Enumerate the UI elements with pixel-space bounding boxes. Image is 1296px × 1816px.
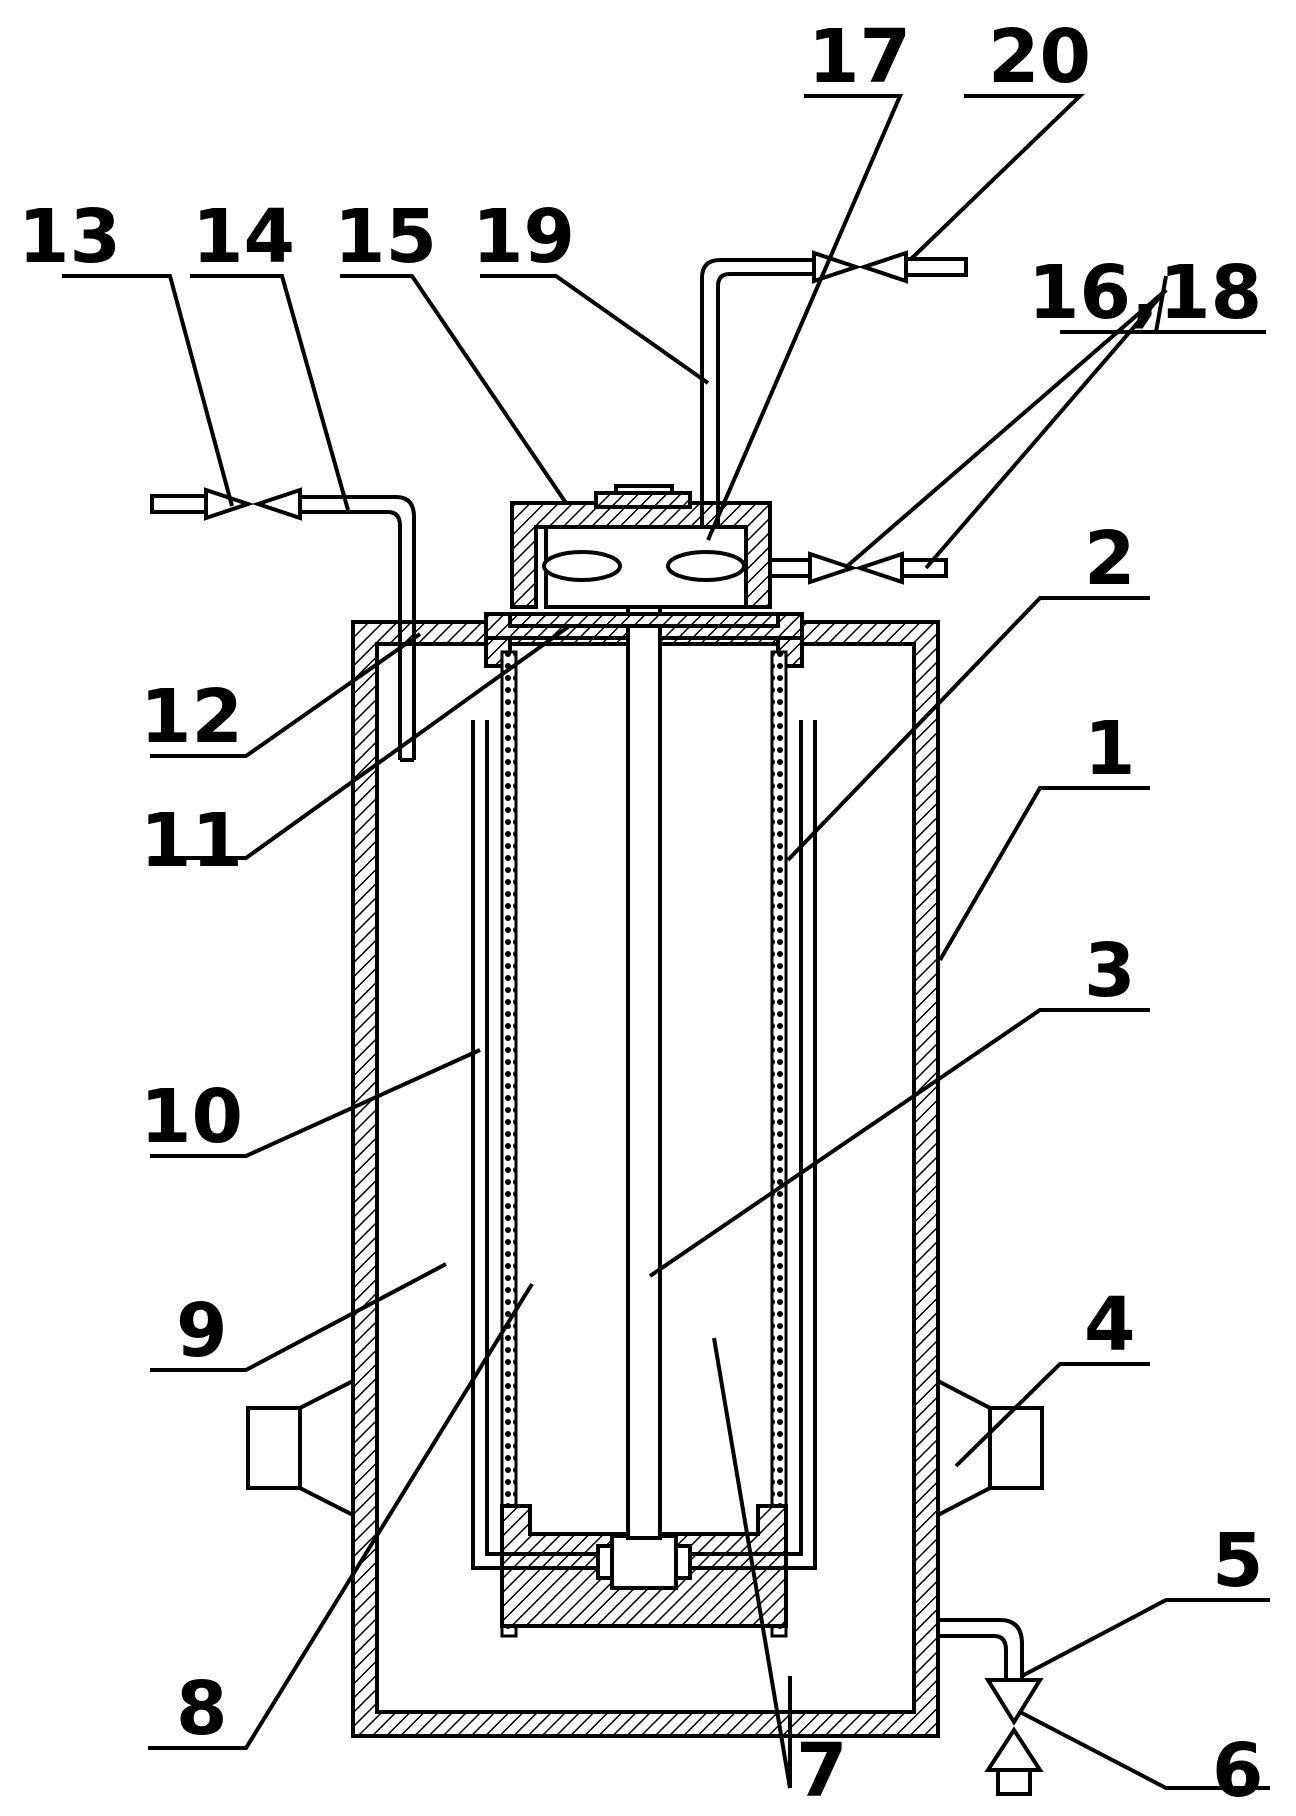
label-17: 17 (808, 14, 911, 100)
label-5: 5 (1212, 1518, 1264, 1604)
label-1: 1 (1084, 706, 1136, 792)
label-9: 9 (176, 1288, 228, 1374)
vent-pipe (700, 250, 968, 527)
inner-screen (500, 650, 788, 1638)
label-8: 8 (176, 1666, 228, 1752)
label-20: 20 (988, 14, 1091, 100)
label-15: 15 (334, 194, 437, 280)
label-7: 7 (796, 1728, 848, 1814)
label-14: 14 (192, 194, 295, 280)
side-outlet (768, 551, 948, 585)
label-16-18: 16,18 (1028, 250, 1262, 336)
top-housing (510, 491, 772, 609)
label-19: 19 (472, 194, 575, 280)
label-11: 11 (140, 798, 243, 884)
labels: 13 14 15 19 17 20 16,18 2 1 12 11 3 10 4… (18, 14, 1264, 1814)
label-2: 2 (1084, 516, 1136, 602)
leader-lines (62, 94, 1270, 1790)
inlet-pipe (150, 487, 416, 762)
label-3: 3 (1084, 928, 1136, 1014)
baffle-tubes (471, 720, 817, 1570)
drain-pipe (938, 1618, 1044, 1796)
label-6: 6 (1212, 1728, 1264, 1814)
label-13: 13 (18, 194, 121, 280)
cover-plate (508, 612, 780, 628)
label-12: 12 (140, 674, 243, 760)
support-feet (246, 1377, 1044, 1519)
label-4: 4 (1084, 1282, 1136, 1368)
bottom-bearing (596, 1534, 692, 1590)
label-10: 10 (140, 1074, 243, 1160)
